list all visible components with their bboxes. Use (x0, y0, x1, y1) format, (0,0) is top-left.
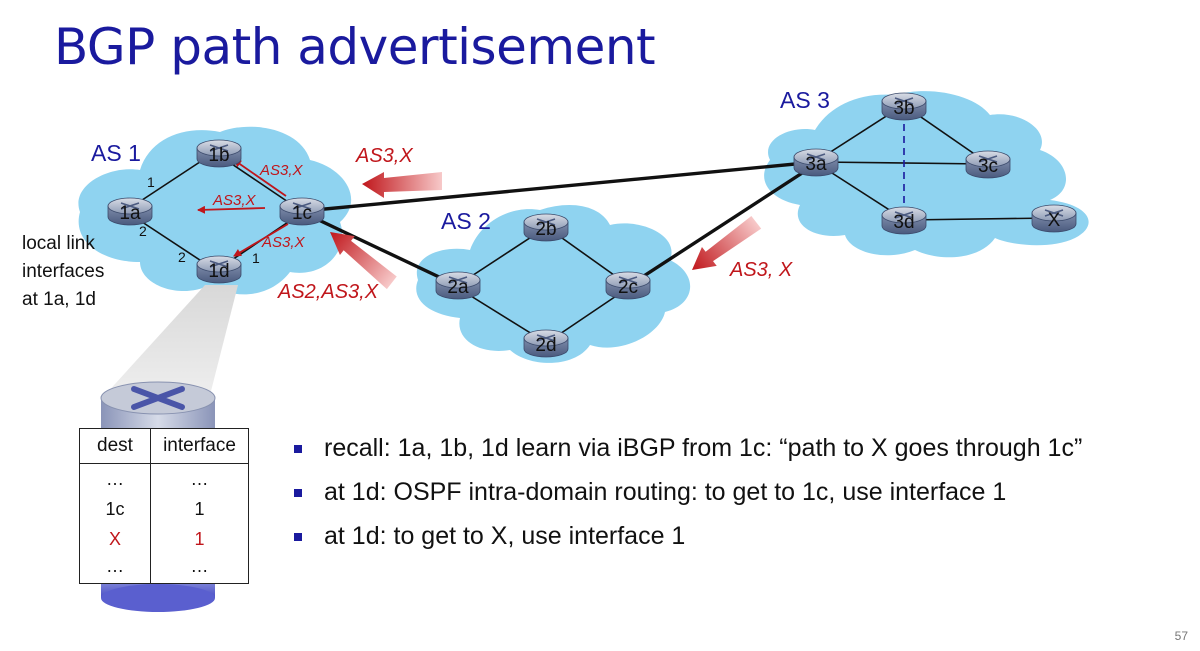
table-cell-dest: 1c (79, 494, 151, 524)
as2-label: AS 2 (441, 208, 491, 234)
router-1b-label: 1b (208, 145, 229, 166)
iface-1d-1c: 1 (252, 250, 260, 266)
local-link-note-line1: local link (22, 233, 95, 254)
adv-label-1c-1a: AS3,X (212, 192, 257, 209)
adv-label-3a-2c: AS3, X (729, 259, 793, 281)
table-row: 1c 1 (79, 494, 249, 524)
as3-cloud (764, 91, 1089, 258)
table-cell-dest: X (79, 524, 151, 554)
router-1c-label: 1c (292, 203, 312, 224)
link-1c-3a (303, 160, 817, 213)
router-2c-label: 2c (618, 277, 638, 298)
forwarding-table-header: dest interface (79, 428, 249, 464)
router-2b-label: 2b (535, 219, 556, 240)
forwarding-table: dest interface … … 1c 1 X 1 … … (79, 428, 249, 584)
iface-1d-1a: 2 (178, 249, 186, 265)
table-cell-interface: … (190, 556, 209, 576)
link-3a-3c (817, 161, 987, 165)
router-1d-label: 1d (208, 261, 229, 282)
bullet-marker-icon (294, 533, 302, 541)
adv-arrow-2a-to-1c (330, 232, 397, 290)
bullet-text: at 1d: OSPF intra-domain routing: to get… (324, 478, 1007, 506)
bullet-marker-icon (294, 489, 302, 497)
as3-label: AS 3 (780, 87, 830, 113)
table-cell-dest: … (79, 554, 151, 584)
table-row: … … (79, 554, 249, 584)
iface-1a-1b: 1 (147, 174, 155, 190)
table-cell-interface: … (190, 468, 209, 489)
router-2d: 2d (523, 329, 569, 358)
link-2c-3a (629, 162, 817, 287)
adv-label-1c-1d: AS3,X (261, 234, 306, 251)
table-cell-interface: 1 (194, 498, 205, 519)
bullet-list: recall: 1a, 1b, 1d learn via iBGP from 1… (292, 428, 1082, 560)
table-cell-interface: 1 (194, 528, 205, 549)
router-3c: 3c (965, 150, 1011, 179)
router-1b: 1b (196, 139, 242, 168)
adv-label-3a-1c: AS3,X (355, 145, 413, 167)
bullet-text: at 1d: to get to X, use interface 1 (324, 522, 686, 550)
page-title: BGP path advertisement (54, 18, 656, 76)
router-3c-label: 3c (978, 156, 998, 177)
adv-arrow-3a-to-2c (692, 216, 762, 270)
bullet-item: recall: 1a, 1b, 1d learn via iBGP from 1… (292, 428, 1082, 472)
adv-label-1c-1b: AS3,X (259, 162, 304, 179)
router-3d: 3d (881, 206, 927, 235)
router-x-label: X (1048, 210, 1061, 231)
bullet-item: at 1d: to get to X, use interface 1 (292, 516, 1082, 560)
router-2d-label: 2d (535, 335, 556, 356)
adv-label-2a-1c: AS2,AS3,X (277, 281, 379, 303)
page-number: 57 (1174, 629, 1188, 643)
router-x: X (1031, 204, 1077, 233)
zoom-beam (105, 285, 238, 395)
router-3b-label: 3b (893, 98, 914, 119)
link-1c-2a (303, 211, 457, 287)
ibgp-arrow-1c-1d (233, 223, 289, 257)
as1-label: AS 1 (91, 140, 141, 166)
router-2c: 2c (605, 271, 651, 300)
router-2b: 2b (523, 213, 569, 242)
table-row: X 1 (79, 524, 249, 554)
column-interface: interface (150, 428, 249, 464)
iface-1a-1d: 2 (139, 223, 147, 239)
link-3d-x (904, 217, 1053, 221)
table-row: … … (79, 463, 249, 494)
as2-cloud (416, 205, 691, 363)
table-cell-dest: … (79, 463, 151, 494)
ibgp-arrow-1c-1b (233, 159, 287, 197)
ibgp-arrow-1c-1a (197, 205, 266, 214)
router-3a-label: 3a (805, 154, 827, 175)
router-1a-label: 1a (119, 203, 141, 224)
inter-as-links (303, 160, 817, 287)
router-3b: 3b (881, 92, 927, 121)
router-1a: 1a (107, 197, 153, 226)
router-2a: 2a (435, 271, 481, 300)
column-dest: dest (79, 428, 151, 464)
local-link-note: local link interfaces at 1a, 1d (22, 230, 132, 314)
router-1d: 1d (196, 255, 242, 284)
bullet-text: recall: 1a, 1b, 1d learn via iBGP from 1… (324, 434, 1083, 462)
router-1c: 1c (279, 197, 325, 226)
bullet-marker-icon (294, 445, 302, 453)
bullet-item: at 1d: OSPF intra-domain routing: to get… (292, 472, 1082, 516)
local-link-note-line3: at 1a, 1d (22, 289, 96, 310)
as1-cloud (78, 126, 352, 295)
adv-arrow-3a-to-1c (362, 172, 442, 198)
local-link-note-line2: interfaces (22, 261, 105, 282)
router-3a: 3a (793, 148, 839, 177)
router-3d-label: 3d (893, 212, 914, 233)
link-1a-1b (129, 153, 213, 209)
router-2a-label: 2a (447, 277, 469, 298)
